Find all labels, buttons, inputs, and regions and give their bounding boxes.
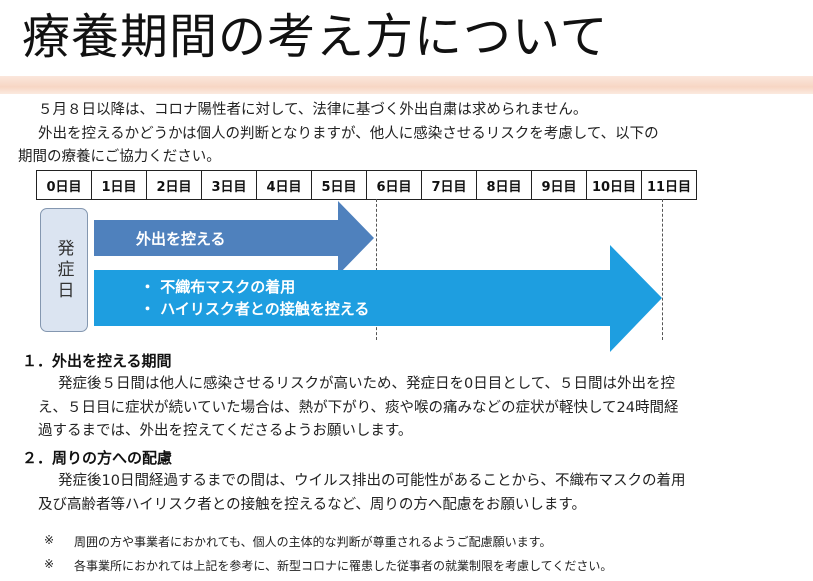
day-cell: 3日目 (201, 170, 257, 200)
section1-line-1: 発症後５日間は他人に感染させるリスクが高いため、発症日を0日目として、５日間は外… (58, 376, 676, 392)
day-cell: 11日目 (641, 170, 697, 200)
day5-boundary-dashed-line (376, 199, 377, 340)
day-cell: 4日目 (256, 170, 312, 200)
stay-home-arrow (94, 201, 374, 275)
section2-line-2: 及び高齢者等ハイリスク者との接触を控えるなど、周りの方へ配慮をお願いします。 (38, 497, 586, 513)
day-cell: 1日目 (91, 170, 147, 200)
mask-arrow-label-2: ・ ハイリスク者との接触を控える (140, 300, 370, 318)
section2-heading: ２．周りの方への配慮 (22, 449, 173, 467)
day-cell: 6日目 (366, 170, 422, 200)
section2-line-1: 発症後10日間経過するまでの間は、ウイルス排出の可能性があることから、不織布マス… (58, 473, 686, 489)
period-arrows (94, 201, 662, 352)
section1-line-2: え、５日目に症状が続いていた場合は、熱が下がり、痰や喉の痛みなどの症状が軽快して… (38, 400, 679, 416)
intro-line-1: ５月８日以降は、コロナ陽性者に対して、法律に基づく外出自粛は求められません。 (38, 102, 588, 118)
note2-mark: ※ (44, 557, 55, 571)
page-title: 療養期間の考え方について (22, 9, 609, 65)
note1-mark: ※ (44, 533, 55, 547)
onset-day-box: 発症日 (40, 208, 88, 332)
day-cell: 5日目 (311, 170, 367, 200)
intro-line-2: 外出を控えるかどうかは個人の判断となりますが、他人に感染させるリスクを考慮して、… (38, 126, 659, 142)
section1-heading: １．外出を控える期間 (22, 352, 172, 370)
section1-line-3: 過するまでは、外出を控えてくださるようお願いします。 (38, 423, 413, 439)
day-cell: 8日目 (476, 170, 532, 200)
note1-text: 周囲の方や事業者におかれても、個人の主体的な判断が尊重されるようご配慮願います。 (74, 535, 552, 549)
day-cell: 2日目 (146, 170, 202, 200)
day10-boundary-dashed-line (662, 199, 663, 340)
title-underline-band (0, 76, 813, 94)
stay-home-arrow-label: 外出を控える (136, 230, 226, 248)
day-cell: 7日目 (421, 170, 477, 200)
mask-arrow-label-1: ・ 不織布マスクの着用 (140, 278, 296, 296)
mask-period-arrow (94, 245, 662, 352)
note2-text: 各事業所におかれては上記を参考に、新型コロナに罹患した従事者の就業制限を考慮して… (74, 559, 613, 573)
intro-line-3: 期間の療養にご協力ください。 (18, 149, 221, 165)
